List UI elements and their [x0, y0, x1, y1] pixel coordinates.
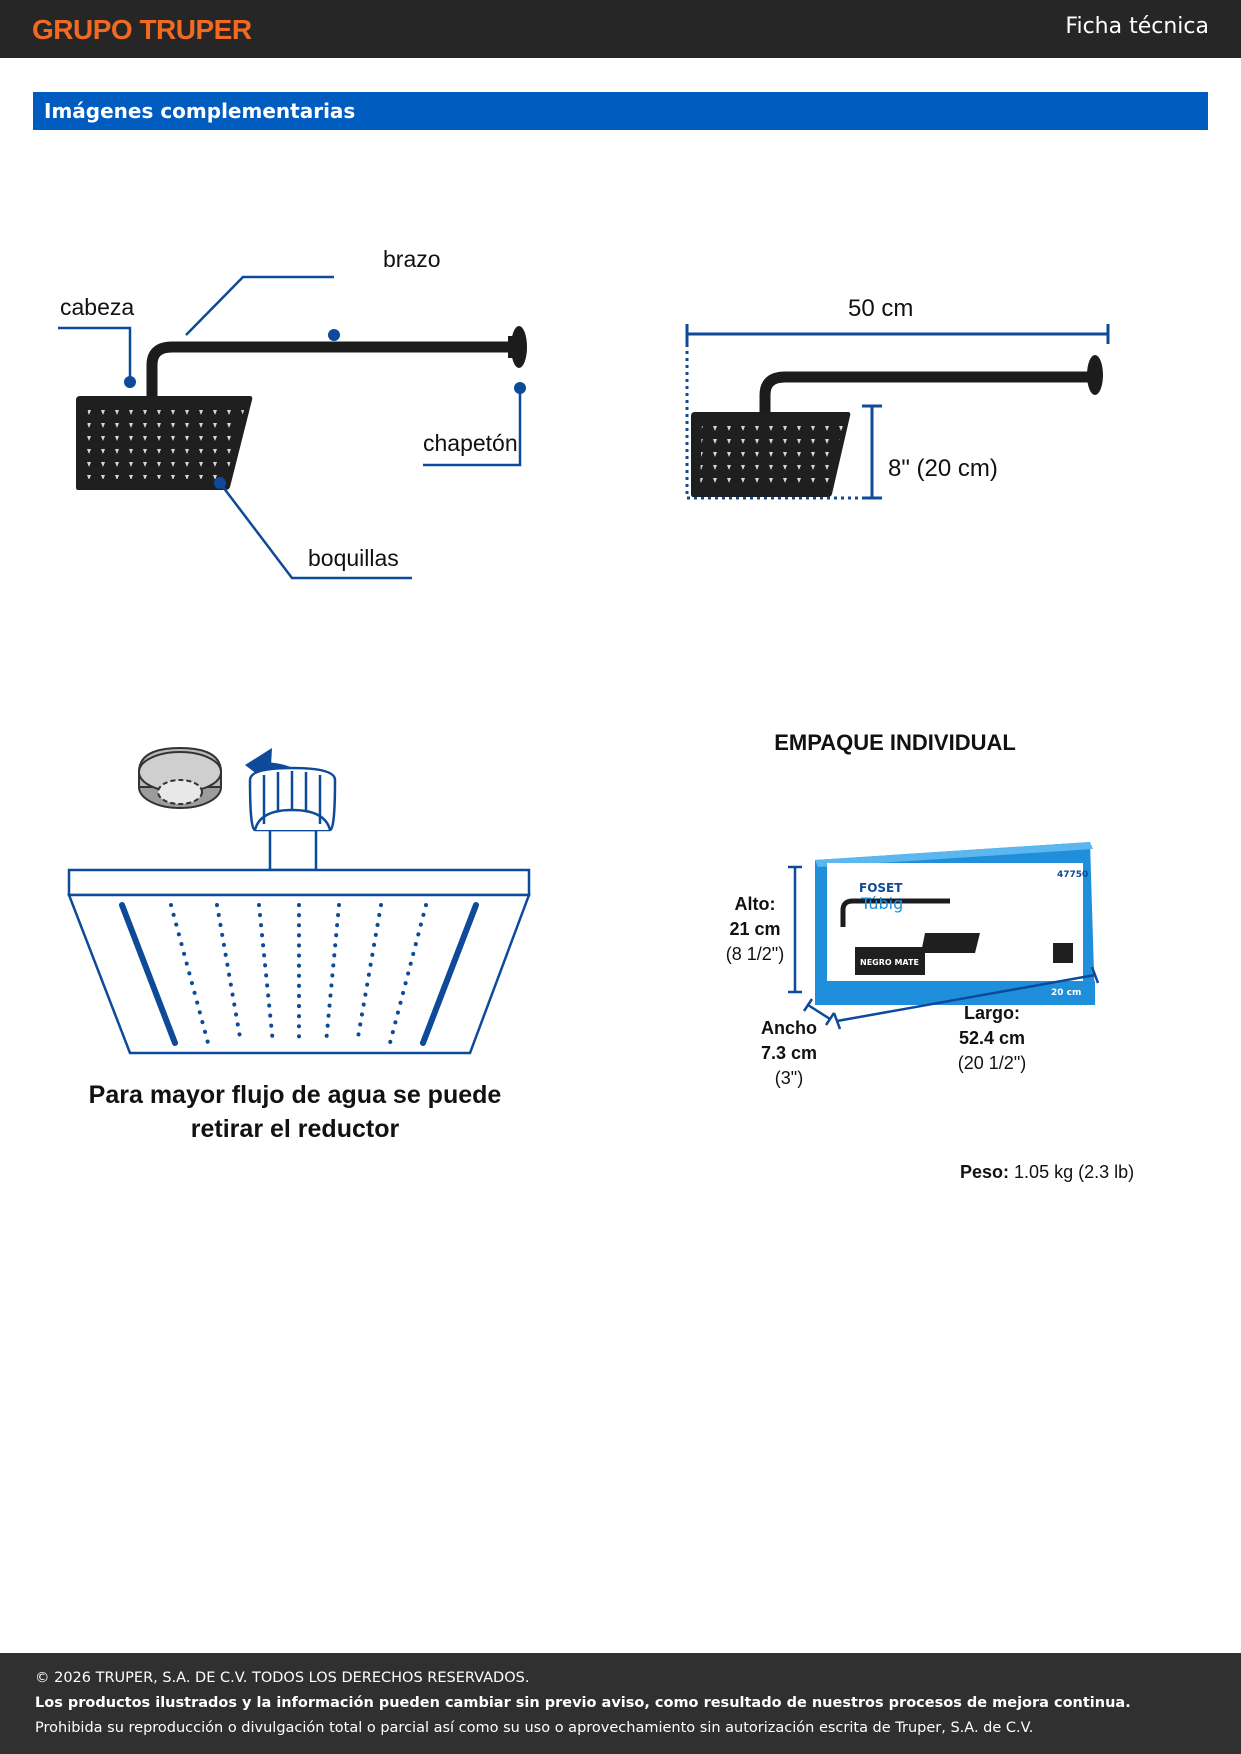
width-metric: 7.3 cm — [760, 1043, 818, 1063]
package-illustration: NEGRO MATE FOSET Túbig 47750 20 cm — [788, 842, 1100, 1030]
label-nozzles: boquillas — [308, 545, 399, 571]
brand-logo: GRUPO TRUPER — [32, 14, 252, 45]
footer-notice: Los productos ilustrados y la informació… — [35, 1695, 1131, 1711]
flange-shape — [511, 326, 527, 368]
doc-title: Ficha técnica — [1065, 14, 1209, 39]
package-length: Largo: 52.4 cm (20 1/2") — [932, 1001, 1052, 1076]
weight-value: 1.05 kg (2.3 lb) — [1014, 1162, 1135, 1182]
section-title: Imágenes complementarias — [44, 99, 356, 123]
package-height: Alto: 21 cm (8 1/2") — [705, 892, 805, 967]
footer-copyright: © 2026 TRUPER, S.A. DE C.V. TODOS LOS DE… — [35, 1670, 530, 1686]
box-print-size: 20 cm — [1051, 988, 1081, 998]
width-label: Ancho — [761, 1018, 817, 1038]
dim-length: 50 cm — [848, 295, 913, 322]
height-metric: 21 cm — [729, 919, 781, 939]
reducer-caption-line1: Para mayor flujo de agua se puede — [88, 1081, 502, 1109]
page-footer: © 2026 TRUPER, S.A. DE C.V. TODOS LOS DE… — [0, 1653, 1241, 1754]
package-title: EMPAQUE INDIVIDUAL — [774, 730, 1016, 755]
label-flange: chapetón — [423, 430, 518, 456]
footer-legal: Prohibida su reproducción o divulgación … — [35, 1720, 1034, 1736]
height-label: Alto: — [734, 894, 776, 914]
box-print-brand: FOSET — [859, 881, 903, 895]
length-imperial: (20 1/2") — [957, 1053, 1027, 1073]
box-print-finish: NEGRO MATE — [860, 958, 919, 967]
weight-label: Peso: — [960, 1162, 1010, 1182]
dimension-diagram: 50 cm 8" (20 cm) — [685, 295, 1110, 500]
reducer-caption: Para mayor flujo de agua se puede retira… — [60, 1078, 530, 1146]
reducer-caption-line2: retirar el reductor — [190, 1115, 400, 1143]
length-metric: 52.4 cm — [958, 1028, 1026, 1048]
page-header: GRUPO TRUPER Ficha técnica — [0, 0, 1241, 58]
section-header: Imágenes complementarias — [33, 92, 1208, 130]
package-width: Ancho 7.3 cm (3") — [739, 1016, 839, 1091]
height-imperial: (8 1/2") — [725, 944, 785, 964]
dim-head-size: 8" (20 cm) — [888, 455, 998, 482]
length-label: Largo: — [964, 1003, 1020, 1023]
label-arm: brazo — [383, 246, 441, 272]
arm-shape — [146, 341, 516, 403]
reducer-illustration — [67, 746, 531, 1055]
box-print-code: 47750 — [1057, 870, 1088, 880]
box-print-line: Túbig — [860, 894, 903, 913]
package-weight: Peso: 1.05 kg (2.3 lb) — [960, 1162, 1134, 1183]
width-imperial: (3") — [774, 1068, 804, 1088]
parts-diagram: cabeza brazo chapetón boquillas — [58, 246, 527, 580]
label-head: cabeza — [60, 294, 134, 320]
